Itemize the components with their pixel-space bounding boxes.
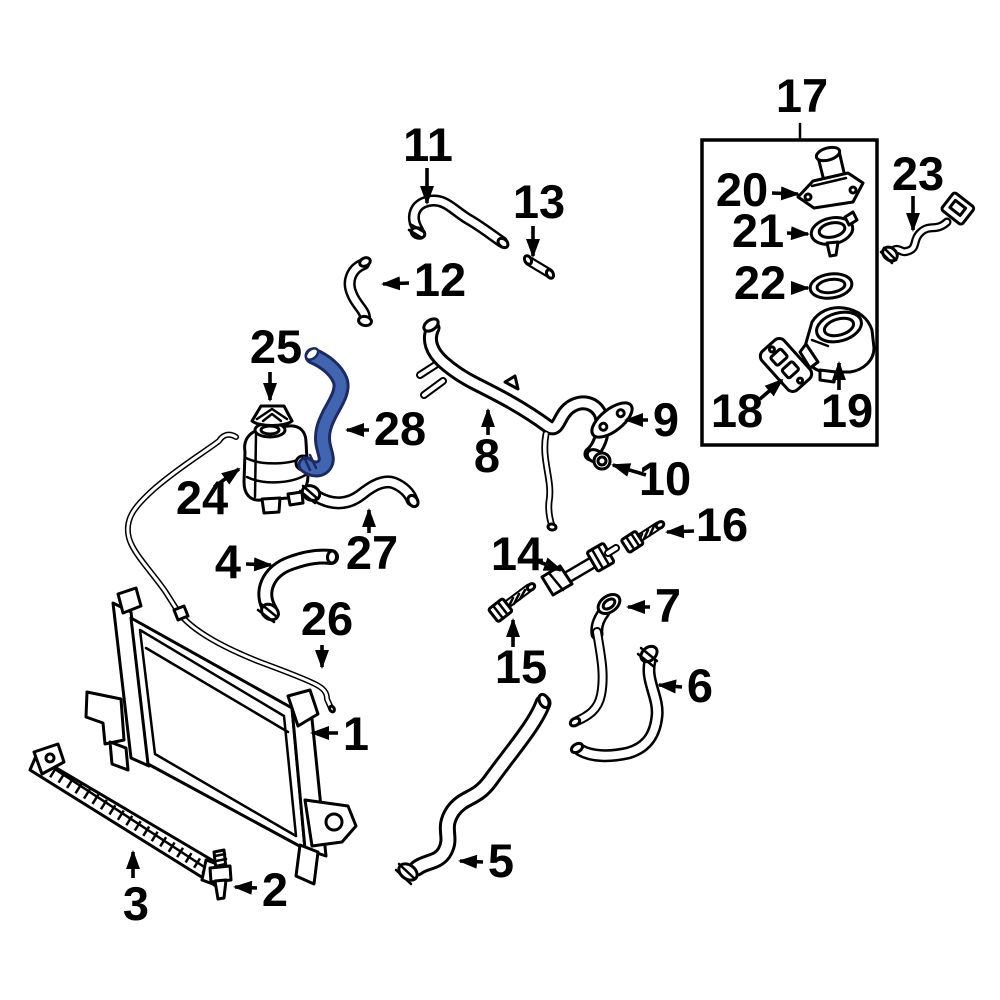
callout-label-26: 26 bbox=[301, 592, 353, 645]
callout-label-27: 27 bbox=[346, 526, 398, 579]
part-9-flange-gasket bbox=[590, 401, 634, 439]
part-6-hose bbox=[569, 644, 664, 763]
part-group-box-17 bbox=[700, 138, 879, 447]
part-5-lower-hose bbox=[394, 692, 552, 886]
callout-label-22: 22 bbox=[734, 256, 786, 309]
callout-label-28: 28 bbox=[374, 402, 426, 455]
part-12-hose bbox=[343, 256, 373, 328]
callout-27: 27 bbox=[346, 508, 398, 579]
callout-label-23: 23 bbox=[892, 147, 944, 200]
callout-label-18: 18 bbox=[711, 384, 763, 437]
callout-14: 14 bbox=[491, 527, 563, 580]
callout-label-21: 21 bbox=[732, 204, 784, 257]
callout-5: 5 bbox=[458, 834, 514, 887]
callout-label-17: 17 bbox=[776, 69, 828, 122]
callout-15: 15 bbox=[495, 618, 547, 693]
callout-9: 9 bbox=[624, 393, 679, 446]
part-19-thermostat-housing bbox=[798, 306, 876, 384]
callout-label-6: 6 bbox=[687, 659, 713, 712]
callout-17: 17 bbox=[776, 69, 828, 142]
part-13-hose bbox=[522, 254, 556, 280]
part-28-hose-highlighted bbox=[297, 347, 350, 478]
callout-28: 28 bbox=[345, 402, 426, 455]
callout-label-10: 10 bbox=[639, 452, 691, 505]
callout-label-20: 20 bbox=[716, 163, 768, 216]
callout-6: 6 bbox=[657, 659, 713, 712]
callout-label-1: 1 bbox=[343, 707, 369, 760]
callout-label-19: 19 bbox=[821, 384, 873, 437]
callout-4: 4 bbox=[215, 535, 273, 588]
callout-label-12: 12 bbox=[414, 253, 466, 306]
callout-8: 8 bbox=[474, 408, 500, 482]
callout-label-14: 14 bbox=[491, 527, 543, 580]
callout-21: 21 bbox=[732, 204, 810, 257]
callout-7: 7 bbox=[626, 579, 681, 632]
part-16-bolt bbox=[620, 520, 666, 554]
callout-12: 12 bbox=[381, 253, 466, 306]
callout-label-4: 4 bbox=[215, 535, 241, 588]
part-23-sensor bbox=[879, 191, 976, 265]
part-22-o-ring bbox=[808, 272, 854, 300]
callout-label-8: 8 bbox=[474, 429, 500, 482]
part-21-thermostat bbox=[809, 210, 859, 258]
callout-label-16: 16 bbox=[696, 498, 748, 551]
callout-24: 24 bbox=[176, 467, 241, 524]
part-8-coolant-pipe bbox=[416, 317, 610, 532]
part-27-hose bbox=[298, 475, 420, 510]
part-18-gasket bbox=[758, 337, 814, 393]
callout-19: 19 bbox=[821, 361, 873, 437]
part-11-hose bbox=[407, 194, 510, 250]
part-1-radiator bbox=[84, 586, 358, 886]
callout-11: 11 bbox=[403, 118, 453, 205]
part-7-elbow-connector bbox=[568, 592, 622, 728]
part-24-reservoir-tank bbox=[242, 421, 312, 515]
callout-1: 1 bbox=[310, 707, 369, 760]
callout-16: 16 bbox=[665, 498, 748, 551]
part-26-overflow-hose bbox=[124, 431, 336, 714]
callout-26: 26 bbox=[301, 592, 353, 669]
callout-22: 22 bbox=[734, 256, 810, 309]
callout-label-3: 3 bbox=[123, 877, 149, 930]
part-2-drain-plug bbox=[208, 848, 233, 901]
callout-20: 20 bbox=[716, 163, 800, 216]
part-4-hose bbox=[256, 548, 339, 624]
callout-label-11: 11 bbox=[403, 118, 453, 171]
callout-label-9: 9 bbox=[653, 393, 679, 446]
callout-label-2: 2 bbox=[262, 863, 288, 916]
callout-25: 25 bbox=[250, 320, 302, 402]
callout-label-15: 15 bbox=[495, 640, 547, 693]
callout-label-5: 5 bbox=[488, 834, 514, 887]
callout-label-7: 7 bbox=[655, 579, 681, 632]
part-14-tube-fitting bbox=[540, 542, 620, 597]
part-20-water-outlet bbox=[796, 145, 865, 210]
callout-13: 13 bbox=[513, 175, 565, 258]
part-10-o-ring bbox=[592, 451, 612, 471]
callout-3: 3 bbox=[123, 850, 149, 930]
callout-label-24: 24 bbox=[176, 471, 228, 524]
callout-label-13: 13 bbox=[513, 175, 565, 228]
callout-2: 2 bbox=[233, 863, 288, 916]
callout-label-25: 25 bbox=[250, 320, 302, 373]
part-25-cap bbox=[250, 404, 294, 427]
callout-23: 23 bbox=[892, 147, 944, 232]
callout-18: 18 bbox=[711, 378, 784, 437]
callout-10: 10 bbox=[611, 452, 691, 505]
part-15-bolt bbox=[487, 582, 537, 623]
